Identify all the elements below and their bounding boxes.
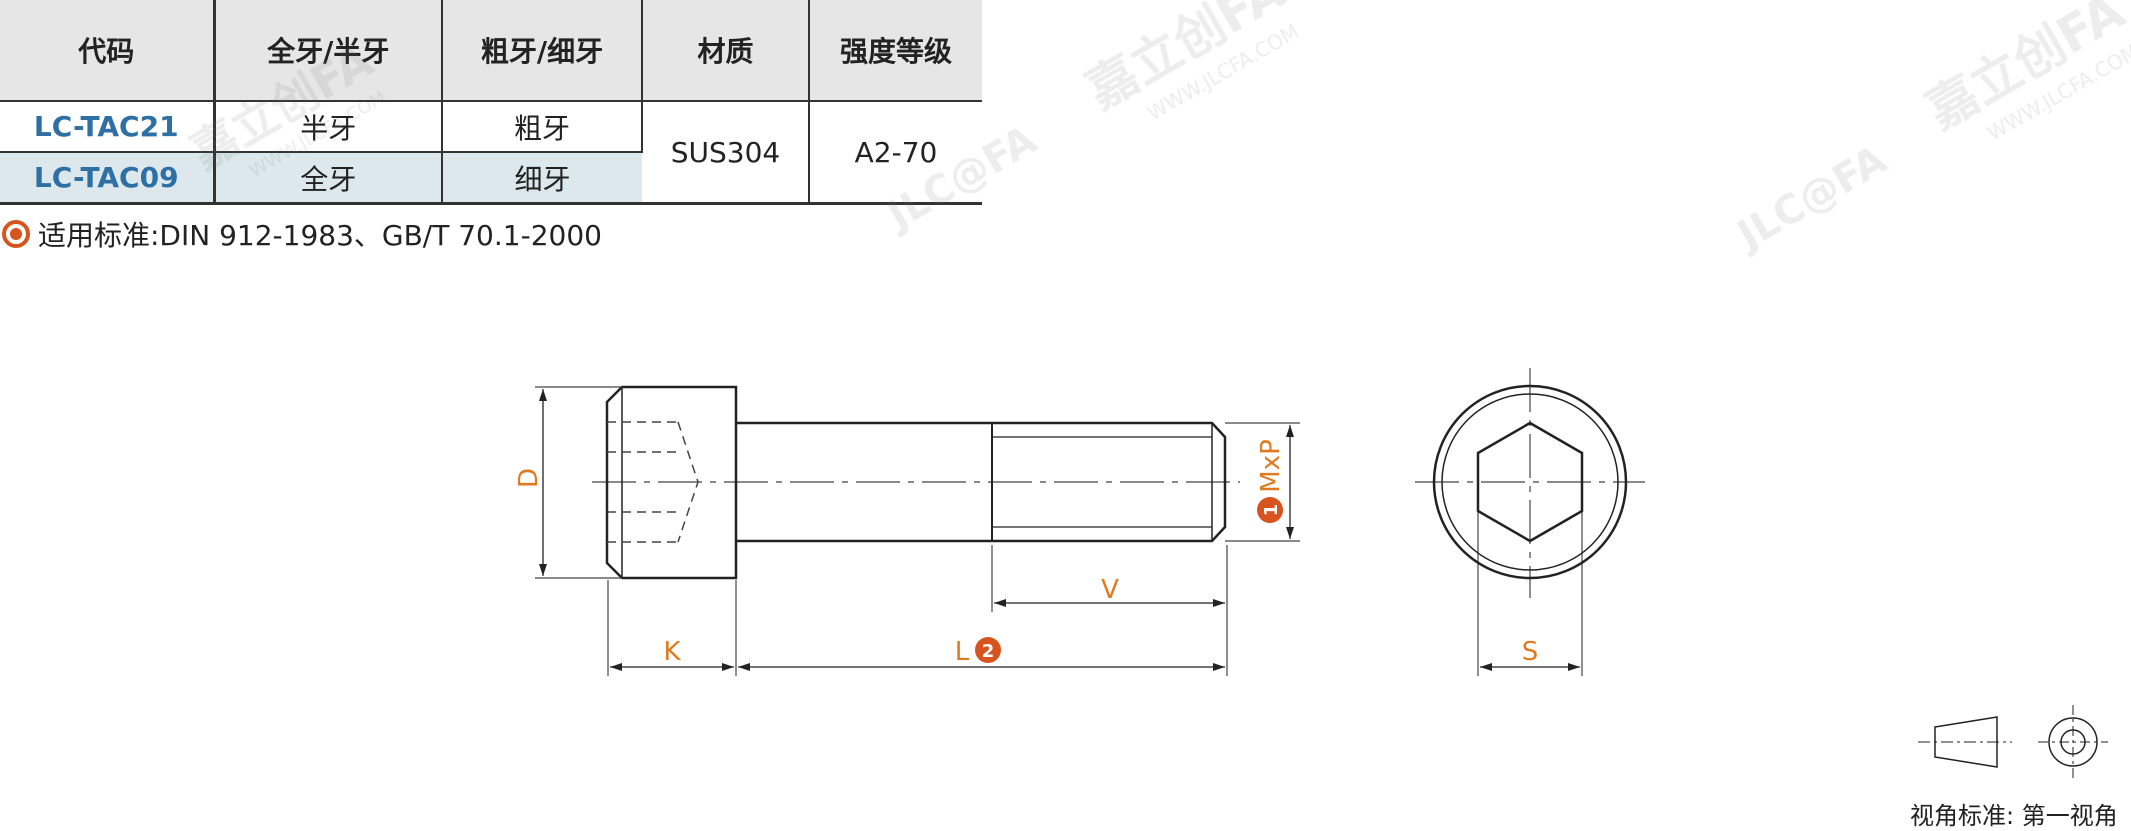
extension-lines [535,386,1583,676]
dim-d-label: D [514,468,544,488]
end-view [1432,384,1628,580]
watermark-logo: JLC@FA [1727,137,1894,260]
table-header-row: 代码 全牙/半牙 粗牙/细牙 材质 强度等级 [0,0,982,101]
material-cell: SUS304 [642,101,810,205]
dim-l-label: L [955,637,970,667]
pitch-cell: 细牙 [442,152,642,205]
view-standard-label: 视角标准: 第一视角 [1910,802,2118,830]
thread-length-cell: 半牙 [214,101,443,153]
target-icon [2,220,30,248]
standard-text: 适用标准:DIN 912-1983、GB/T 70.1-2000 [38,219,602,252]
watermark: 嘉立创FA WWW.JLCFA.COM 嘉立创FA WWW.JLCFA.COM … [182,0,2131,260]
applicable-standard: 适用标准:DIN 912-1983、GB/T 70.1-2000 [0,214,602,254]
dim-v-label: V [1101,575,1119,605]
product-code: LC-TAC09 [0,152,216,205]
dim-s-label: S [1522,637,1539,667]
table-row: LC-TAC09 全牙 细牙 [0,152,982,205]
pitch-cell: 粗牙 [442,101,643,153]
first-angle-projection-icon [1918,705,2108,779]
thread-length-cell: 全牙 [214,152,443,205]
bolt-shank [736,421,1227,543]
hidden-socket [607,421,699,543]
thread [991,423,1212,541]
header-grade: 强度等级 [809,0,982,101]
dim-k-label: K [663,637,681,667]
badge-2-text: 2 [982,641,995,662]
spec-table: 代码 全牙/半牙 粗牙/细牙 材质 强度等级 LC-TAC21 半牙 粗牙 SU… [0,0,982,205]
header-thread-length: 全牙/半牙 [214,0,443,101]
header-code: 代码 [0,0,216,101]
badge-1-text: 1 [1261,504,1282,517]
badge-2 [975,637,1001,663]
header-material: 材质 [642,0,810,101]
watermark-logo: JLC@FA [877,117,1044,240]
badge-1 [1257,497,1283,523]
header-pitch: 粗牙/细牙 [442,0,643,101]
dim-mxp-label: MxP [1256,439,1286,493]
product-code: LC-TAC21 [0,101,216,153]
table-row: LC-TAC21 半牙 粗牙 SUS304 A2-70 [0,101,982,205]
dimension-lines [539,389,1580,671]
grade-cell: A2-70 [809,101,982,205]
